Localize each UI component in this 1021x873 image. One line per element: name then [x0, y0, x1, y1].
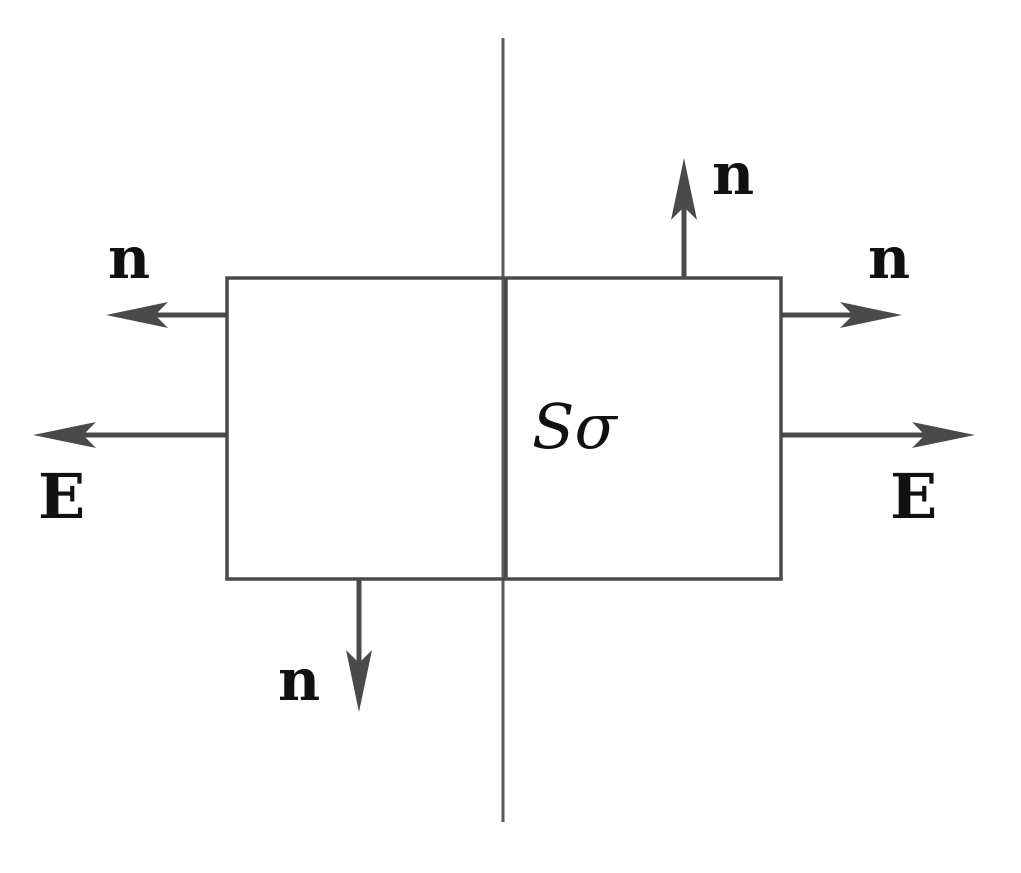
normal-arrow-bottom [346, 579, 372, 712]
normal-label-left: n [108, 224, 150, 292]
normal-arrow-right [781, 302, 902, 328]
surface-charge-label: Sσ [532, 390, 618, 463]
normal-label-top: n [712, 140, 754, 208]
normal-arrow-top [671, 158, 697, 278]
field-label-right: E [890, 460, 937, 533]
pillbox [225, 276, 783, 581]
field-arrow-left [33, 422, 227, 448]
normal-arrow-left [106, 302, 227, 328]
normal-label-right: n [868, 224, 910, 292]
normal-label-bottom: n [278, 646, 320, 714]
field-label-left: E [38, 460, 85, 533]
field-arrow-right [781, 422, 975, 448]
